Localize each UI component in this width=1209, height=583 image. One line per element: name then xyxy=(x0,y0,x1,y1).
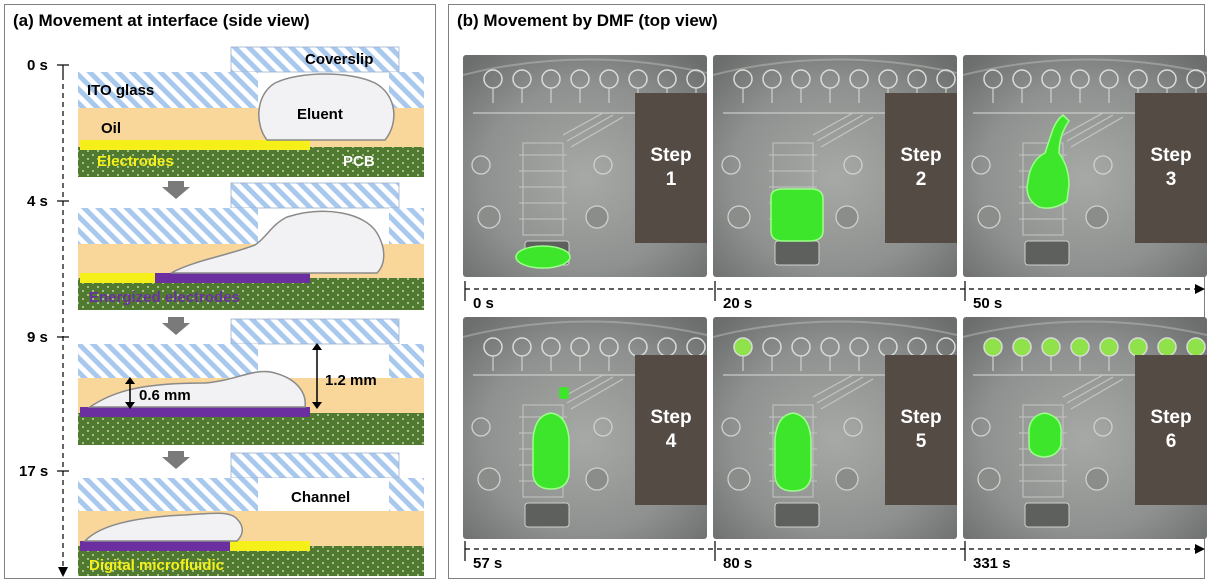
step-time-2: 20 s xyxy=(723,295,753,312)
step-time-5: 80 s xyxy=(723,555,753,572)
side-view-diagram: Coverslip ITO glass Eluent Oil Electrode… xyxy=(57,46,424,577)
coverslip xyxy=(230,46,400,73)
step-word: Step xyxy=(1150,145,1192,166)
dmf-photo-step-6: Step 6 xyxy=(963,317,1207,539)
step-arrow-3 xyxy=(162,451,190,469)
time-17s: 17 s xyxy=(19,463,49,480)
step-time-6: 331 s xyxy=(973,555,1011,572)
stage-17s: Channel Digital microfluidic xyxy=(78,452,424,576)
step-number: 3 xyxy=(1165,169,1177,190)
pcb xyxy=(78,147,424,177)
svg-text:ITO glass: ITO glass xyxy=(87,82,154,99)
step-label-5: Step 5 xyxy=(885,355,957,505)
stage-9s: 0.6 mm 1.2 mm xyxy=(78,318,424,445)
dmf-photo-step-2: Step 2 xyxy=(713,55,957,277)
step-label-2: Step 2 xyxy=(885,93,957,243)
step-number: 6 xyxy=(1165,431,1177,452)
svg-text:1.2 mm: 1.2 mm xyxy=(325,372,377,389)
step-word: Step xyxy=(650,145,692,166)
svg-text:Electrodes: Electrodes xyxy=(97,153,174,170)
panel-b-title: (b) Movement by DMF (top view) xyxy=(457,11,718,30)
svg-text:Channel: Channel xyxy=(291,489,350,506)
step-arrow-1 xyxy=(162,181,190,199)
step-label-4: Step 4 xyxy=(635,355,707,505)
step-label-6: Step 6 xyxy=(1135,355,1207,505)
time-0s: 0 s xyxy=(27,57,48,74)
dmf-photo-step-3: Step 3 xyxy=(963,55,1207,277)
panel-a: (a) Movement at interface (side view) Co… xyxy=(4,4,436,579)
step-time-4: 57 s xyxy=(473,555,503,572)
step-number: 4 xyxy=(665,431,677,452)
svg-text:0.6 mm: 0.6 mm xyxy=(139,387,191,404)
svg-text:PCB: PCB xyxy=(343,153,375,170)
time-4s: 4 s xyxy=(27,193,48,210)
coverslip-label: Coverslip xyxy=(305,51,373,68)
svg-text:Oil: Oil xyxy=(101,120,121,137)
step-word: Step xyxy=(1150,407,1192,428)
eluent-droplet xyxy=(258,73,395,141)
svg-text:Energized electrodes: Energized electrodes xyxy=(89,289,240,306)
svg-text:Digital microfluidic: Digital microfluidic xyxy=(89,557,224,574)
step-time-1: 0 s xyxy=(473,295,494,312)
step-word: Step xyxy=(900,407,942,428)
svg-text:Eluent: Eluent xyxy=(297,106,343,123)
step-time-3: 50 s xyxy=(973,295,1003,312)
step-number: 2 xyxy=(915,169,927,190)
step-label-1: Step 1 xyxy=(635,93,707,243)
time-axis-arrow xyxy=(58,567,68,577)
step-word: Step xyxy=(650,407,692,428)
step-number: 5 xyxy=(915,431,927,452)
dmf-photo-step-5: Step 5 xyxy=(713,317,957,539)
dmf-photo-step-1: Step 1 xyxy=(463,55,707,277)
step-number: 1 xyxy=(665,169,677,190)
panel-a-title: (a) Movement at interface (side view) xyxy=(13,11,310,30)
dmf-photo-step-4: Step 4 xyxy=(463,317,707,539)
step-label-3: Step 3 xyxy=(1135,93,1207,243)
stage-0s: Coverslip ITO glass Eluent Oil Electrode… xyxy=(78,46,424,177)
time-9s: 9 s xyxy=(27,329,48,346)
stage-4s: Energized electrodes xyxy=(78,182,424,310)
step-arrow-2 xyxy=(162,317,190,335)
step-word: Step xyxy=(900,145,942,166)
